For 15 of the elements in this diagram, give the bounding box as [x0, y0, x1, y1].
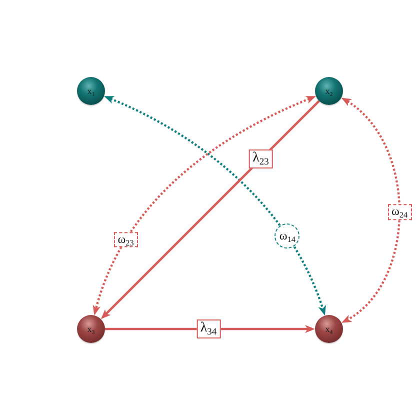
- edge-label: ω$_{23}$: [114, 232, 138, 248]
- node-label: x$_{4}$: [325, 324, 333, 334]
- sphere-node: [315, 77, 343, 105]
- edge-label: ω$_{24}$: [387, 204, 412, 220]
- sphere-node: [77, 77, 105, 105]
- dotted-arrow: [341, 97, 401, 324]
- arrow: [105, 325, 315, 333]
- edge-label: ω$_{14}$: [274, 224, 300, 249]
- node-label: x$_{2}$: [325, 86, 333, 96]
- sphere-node: [315, 315, 343, 343]
- node-label: x$_{1}$: [87, 86, 95, 96]
- edge-label: λ$_{34}$: [196, 319, 221, 339]
- node-label: x$_{3}$: [87, 324, 95, 334]
- sphere-node: [77, 315, 105, 343]
- edge-label: λ$_{23}$: [248, 150, 273, 169]
